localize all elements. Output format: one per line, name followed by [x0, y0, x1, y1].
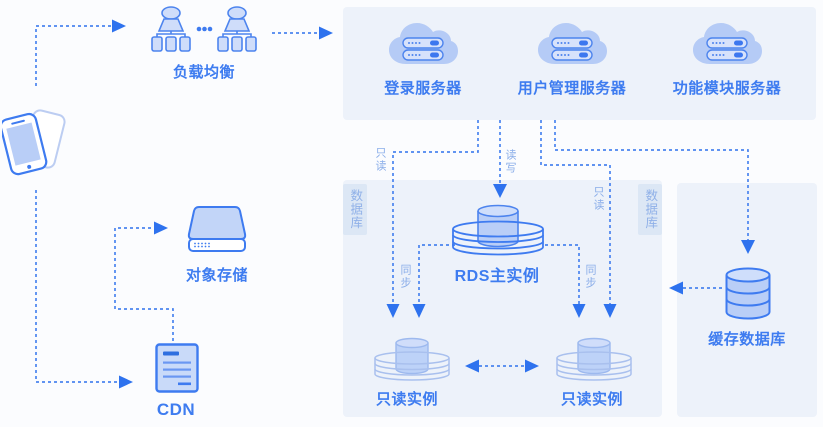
arrowhead	[412, 304, 426, 318]
login-server-icon	[389, 23, 458, 64]
edge-client-to-cdn	[35, 190, 119, 383]
edge-sync-right	[545, 244, 580, 304]
function-module-server-label: 功能模块服务器	[672, 80, 782, 97]
read-replica-right-icon	[556, 337, 632, 381]
login-server-label: 登录服务器	[384, 80, 462, 97]
edge-label-sync-right: 同步	[584, 264, 596, 290]
cdn-icon	[155, 343, 199, 393]
user-mgmt-server-icon	[538, 23, 607, 64]
edge-label-read-only-right: 只读	[592, 186, 604, 212]
object-storage-label: 对象存储	[185, 267, 249, 284]
user-mgmt-server-label: 用户管理服务器	[517, 80, 627, 97]
arrowhead	[572, 304, 586, 318]
arrowhead	[112, 19, 126, 33]
read-replica-left-icon	[374, 337, 450, 381]
rds-primary-icon	[452, 204, 544, 256]
object-storage-icon	[187, 206, 247, 252]
rds-primary-label: RDS主实例	[454, 268, 540, 285]
mobile-devices-icon	[2, 109, 66, 176]
arrowhead	[493, 184, 507, 198]
function-module-server-icon	[693, 23, 762, 64]
load-balancer-label: 负载均衡	[172, 64, 236, 81]
load-balancer-icon	[151, 6, 257, 52]
arrowhead	[669, 281, 683, 295]
edge-label-sync-left: 同步	[399, 264, 411, 290]
arrowhead	[741, 240, 755, 254]
read-replica-right-label: 只读实例	[560, 391, 624, 408]
arrowhead	[465, 359, 479, 373]
cdn-label: CDN	[156, 400, 196, 419]
cache-database-label: 缓存数据库	[708, 331, 786, 348]
edge-readonly-left	[392, 120, 479, 304]
arrowhead	[386, 304, 400, 318]
edge-readonly-right	[540, 120, 611, 304]
edge-webtier-to-cache	[554, 120, 749, 240]
arrowhead	[119, 375, 133, 389]
edge-sync-left	[418, 244, 455, 304]
edge-label-read-write: 读写	[504, 149, 516, 175]
arrowhead	[525, 359, 539, 373]
edge-label-read-only-left: 只读	[374, 147, 386, 173]
database-badge-left: 数据库	[343, 184, 367, 235]
arrowhead	[154, 221, 168, 235]
arrowhead	[603, 304, 617, 318]
edge-cdn-to-object-storage	[114, 227, 174, 341]
read-replica-left-label: 只读实例	[375, 391, 439, 408]
database-badge-right: 数据库	[638, 184, 662, 235]
ellipsis-dots	[196, 26, 213, 32]
arrowhead	[319, 26, 333, 40]
edge-client-to-loadbalancer	[35, 25, 112, 86]
cache-database-icon	[725, 267, 771, 320]
